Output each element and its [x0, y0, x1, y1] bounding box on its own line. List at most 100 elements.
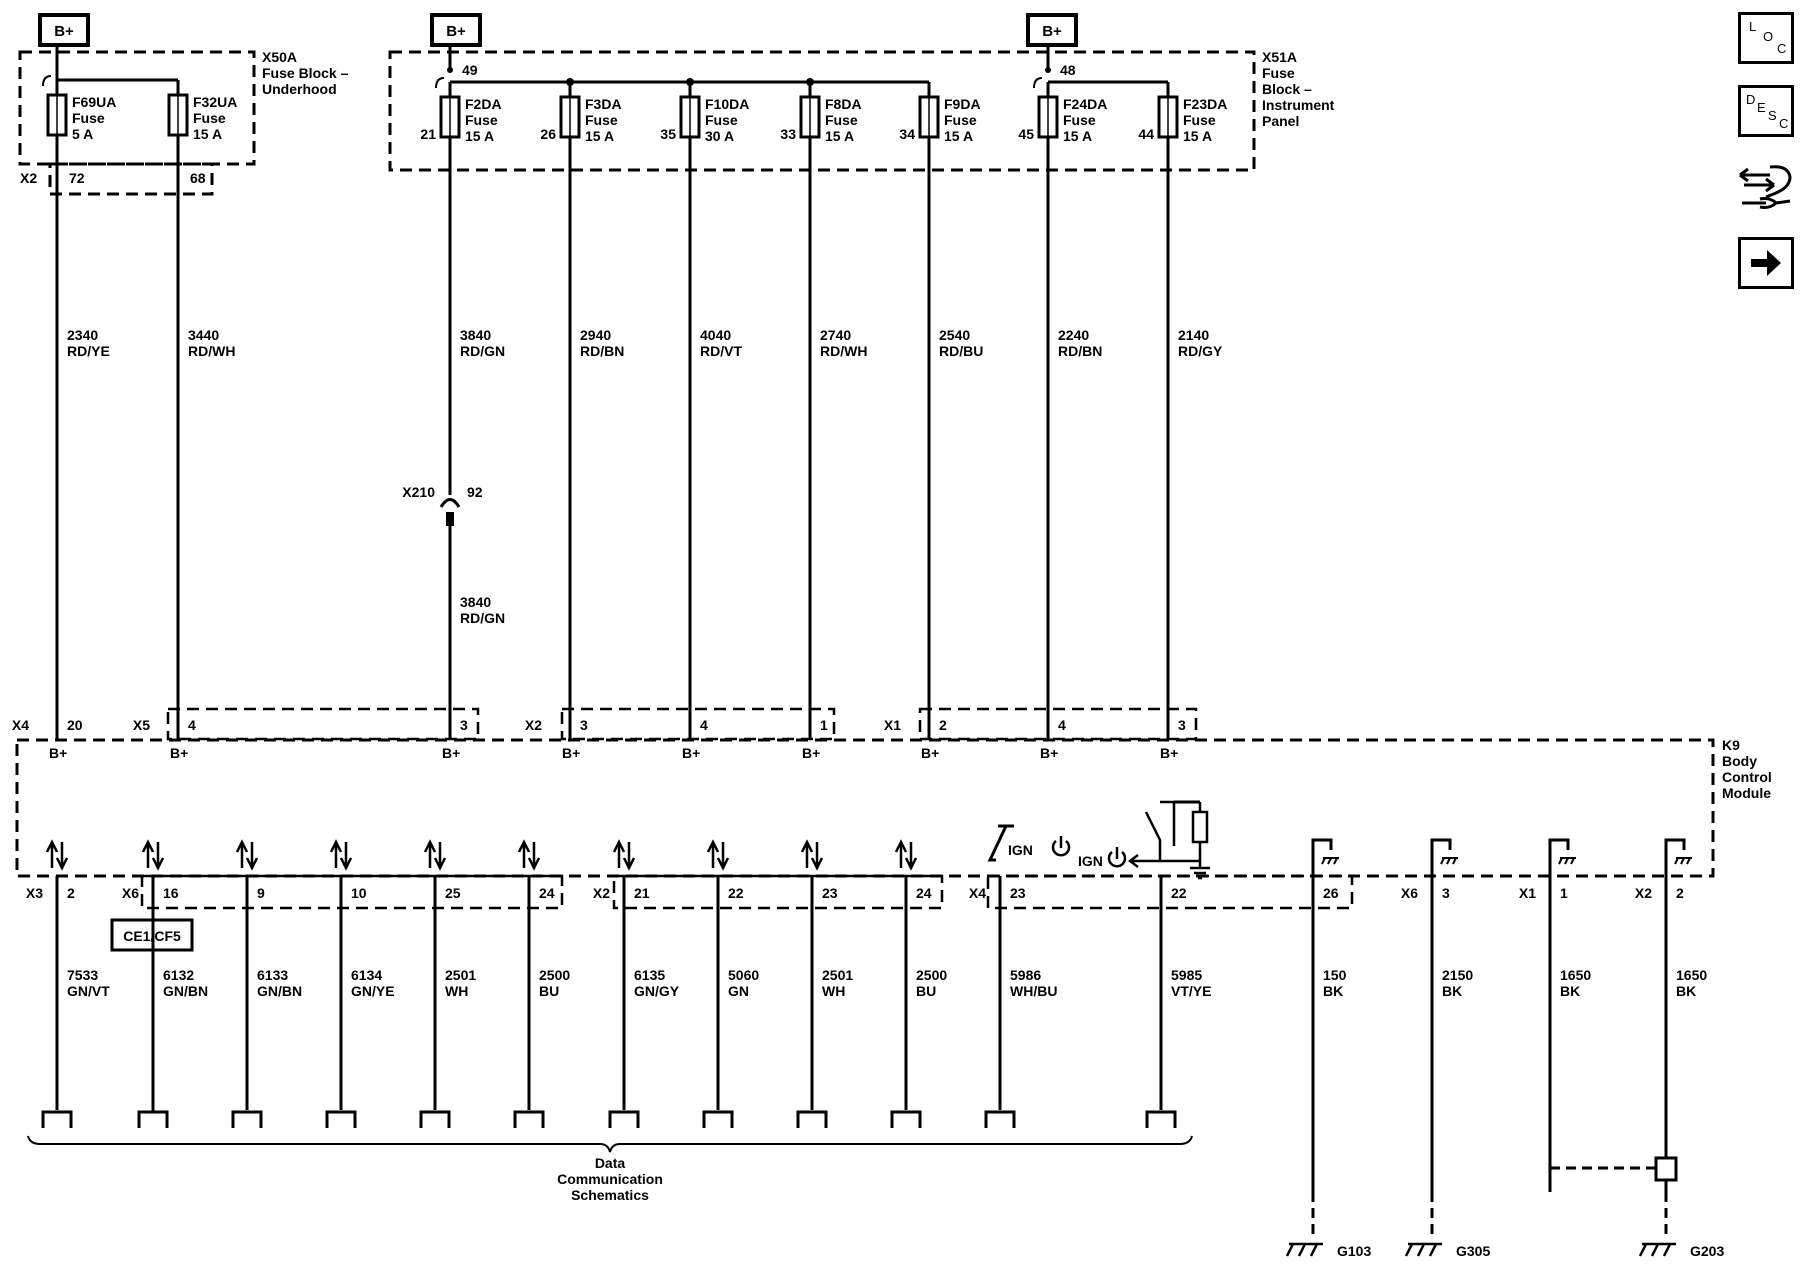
fuse-rating: 30 A [705, 128, 734, 144]
desc-letter-d: D [1746, 92, 1756, 107]
wire-color: GN [728, 983, 749, 999]
ignition-label: IGN [1008, 842, 1033, 858]
circuit-number: 1650 [1676, 967, 1707, 983]
module-supply-label: B+ [170, 745, 188, 761]
battery-supply-box [38, 13, 90, 47]
module-connector-name: X1 [884, 717, 901, 733]
data-comm-label: Schematics [571, 1187, 649, 1203]
circuit-number: 2740 [820, 327, 851, 343]
module-name: K9 [1722, 737, 1740, 753]
fuse-id: F9DA [944, 96, 981, 112]
module-connector-name: X6 [122, 885, 139, 901]
bidirectional-arrow-icon [904, 842, 918, 871]
circuit-number: 3440 [188, 327, 219, 343]
battery-supply-label: B+ [446, 23, 466, 40]
fuse-id: F3DA [585, 96, 622, 112]
module-pin-number: 4 [700, 717, 708, 733]
module-supply-label: B+ [682, 745, 700, 761]
bidirectional-arrow-icon [151, 842, 165, 871]
wire-color: BU [539, 983, 559, 999]
chassis-ground-icon [1638, 1242, 1676, 1257]
bidirectional-arrow-icon [517, 839, 531, 868]
next-page-button[interactable] [1738, 237, 1794, 289]
bidirectional-arrow-icon [527, 842, 541, 871]
location-button[interactable]: L O C [1738, 12, 1794, 64]
circuit-number: 5986 [1010, 967, 1041, 983]
data-terminal [419, 1110, 451, 1128]
data-brace [27, 1135, 1193, 1153]
bidirectional-arrow-icon [235, 839, 249, 868]
module-supply-label: B+ [1160, 745, 1178, 761]
fuse-label: Fuse [825, 112, 858, 128]
bus-pin-dot [447, 67, 453, 73]
wire-color: VT/YE [1171, 983, 1211, 999]
fuse-block-name: Panel [1262, 113, 1299, 129]
module-supply-label: B+ [562, 745, 580, 761]
wire-color: RD/WH [188, 343, 235, 359]
bidirectional-arrow-icon [55, 842, 69, 871]
module-connector-name: X2 [593, 885, 610, 901]
fuse-block-name: Fuse Block – [262, 65, 349, 81]
fuse-id: F2DA [465, 96, 502, 112]
module-connector-name: X6 [1401, 885, 1418, 901]
module-connector-x4 [986, 874, 1354, 910]
circuit-number: 2500 [539, 967, 570, 983]
desc-letter-c: C [1779, 116, 1789, 131]
fuse-label: Fuse [705, 112, 738, 128]
fuse-block-name: Block – [1262, 81, 1312, 97]
fuse-rating: 15 A [944, 128, 973, 144]
connector-repair-icon[interactable] [1736, 157, 1796, 217]
ignition-label: IGN [1078, 853, 1103, 869]
wire-color: RD/YE [67, 343, 110, 359]
data-terminal [137, 1110, 169, 1128]
fuse-block-name: X51A [1262, 49, 1297, 65]
fuse-label: Fuse [944, 112, 977, 128]
wire-color: BK [1560, 983, 1580, 999]
data-terminal [1145, 1110, 1177, 1128]
data-terminal [608, 1110, 640, 1128]
bus-pin-number: 49 [462, 62, 478, 78]
circuit-number: 2940 [580, 327, 611, 343]
bidirectional-arrow-icon [716, 842, 730, 871]
module-pin-number: 2 [1676, 885, 1684, 901]
module-pin-number: 2 [939, 717, 947, 733]
fuse-rating: 15 A [193, 126, 222, 142]
module-connector-name: X2 [1635, 885, 1652, 901]
fuse-block-name: Underhood [262, 81, 337, 97]
data-terminal [41, 1110, 73, 1128]
chassis-ground-icon [1321, 857, 1339, 865]
harness-connector-name: X2 [20, 170, 37, 186]
wire-color: GN/BN [257, 983, 302, 999]
battery-supply-label: B+ [1042, 23, 1062, 40]
fuse-label: Fuse [465, 112, 498, 128]
fuse-rating: 15 A [1183, 128, 1212, 144]
bidirectional-arrow-icon [800, 839, 814, 868]
description-button[interactable]: D E S C [1738, 85, 1794, 137]
wire-color: RD/BN [580, 343, 624, 359]
data-comm-label: Data [595, 1155, 626, 1171]
module-pin-number: 22 [1171, 885, 1187, 901]
data-terminal [702, 1110, 734, 1128]
bidirectional-arrow-icon [45, 839, 59, 868]
module-pin-number: 3 [1178, 717, 1186, 733]
module-connector-x5 [166, 707, 480, 741]
wire-color: BK [1442, 983, 1462, 999]
circuit-number: 2150 [1442, 967, 1473, 983]
module-pin-number: 3 [580, 717, 588, 733]
inline-connector-pin: 92 [467, 484, 483, 500]
wire-color: BU [916, 983, 936, 999]
bidirectional-arrow-icon [329, 839, 343, 868]
wire-color: GN/GY [634, 983, 680, 999]
fuse-label: Fuse [1183, 112, 1216, 128]
fuse-block-pin: 35 [660, 126, 676, 142]
wire-color: WH [822, 983, 845, 999]
module-pin-number: 26 [1323, 885, 1339, 901]
ignition-switch-icon [987, 824, 1014, 862]
ground-splice [1654, 1156, 1678, 1182]
fuse-hook [42, 75, 52, 87]
battery-supply-box [430, 13, 482, 47]
harness-connector-x2 [48, 162, 214, 196]
module-connector-name: X2 [525, 717, 542, 733]
module-pin-number: 1 [1560, 885, 1568, 901]
